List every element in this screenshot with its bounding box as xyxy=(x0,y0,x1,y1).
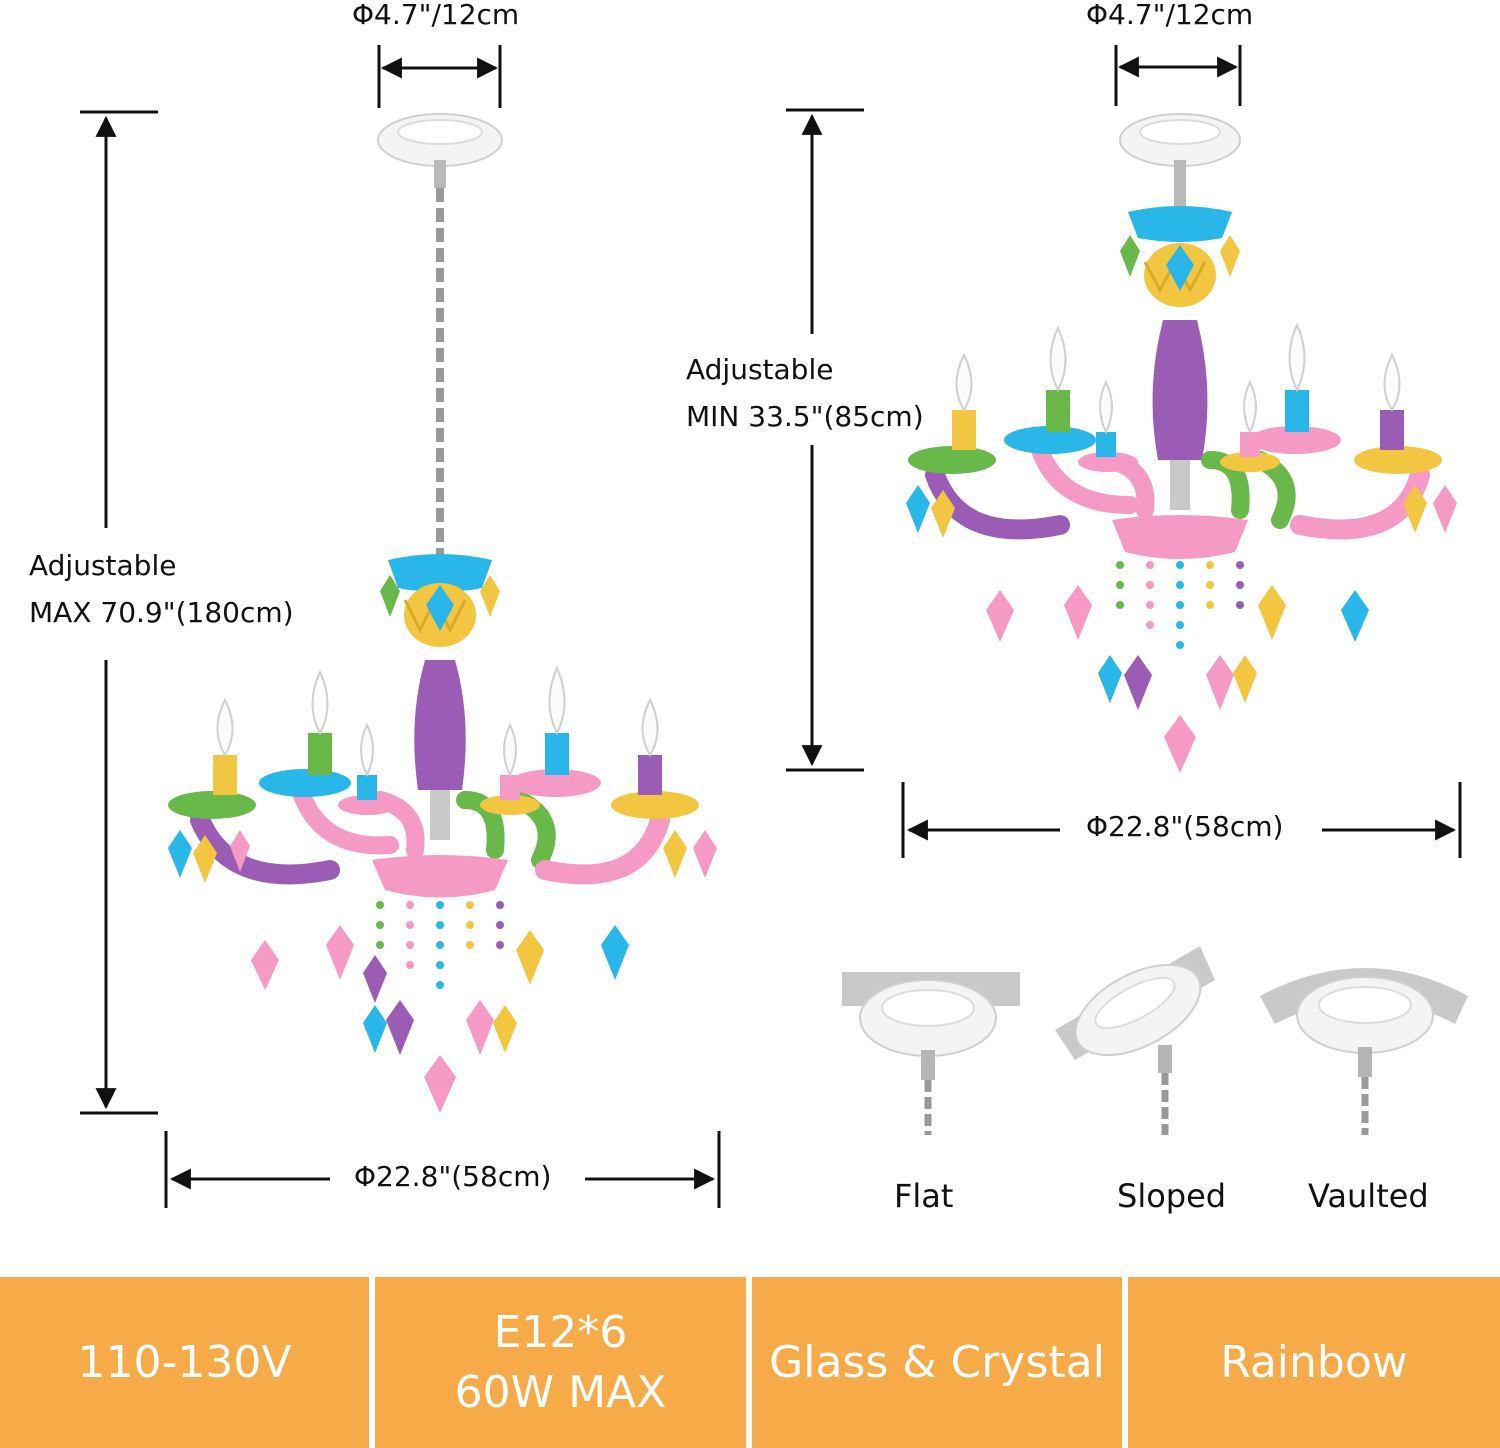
spec-bar: 110-130V E12*6 60W MAX Glass & Crystal R… xyxy=(0,1277,1500,1448)
left-height-note: Adjustable MAX 70.9"(180cm) xyxy=(29,542,294,636)
spec-bulb: E12*6 60W MAX xyxy=(375,1277,746,1448)
vaulted-mount-icon xyxy=(1260,968,1468,1135)
right-chandelier xyxy=(906,113,1457,773)
spec-voltage: 110-130V xyxy=(0,1277,369,1448)
spec-voltage-text: 110-130V xyxy=(77,1336,292,1388)
product-illustration xyxy=(80,45,1468,1208)
spec-bulb-line2: 60W MAX xyxy=(454,1366,667,1418)
right-width-dimension xyxy=(901,782,1462,858)
right-height-note-line1: Adjustable xyxy=(686,353,834,386)
right-height-note: Adjustable MIN 33.5"(85cm) xyxy=(686,346,924,440)
spec-divider xyxy=(1122,1277,1128,1448)
spec-divider xyxy=(369,1277,375,1448)
left-chandelier xyxy=(168,113,717,1113)
right-canopy-dimension xyxy=(1114,45,1242,106)
spec-color-text: Rainbow xyxy=(1220,1336,1408,1388)
left-width-dimension xyxy=(164,1131,721,1208)
right-canopy-dimension-label: Φ4.7"/12cm xyxy=(1086,0,1254,31)
spec-material: Glass & Crystal xyxy=(752,1277,1122,1448)
spec-material-text: Glass & Crystal xyxy=(769,1336,1105,1388)
mount-label-sloped: Sloped xyxy=(1117,1177,1227,1215)
right-width-dimension-label: Φ22.8"(58cm) xyxy=(1086,810,1284,843)
left-height-dimension xyxy=(80,110,158,1115)
left-width-dimension-label: Φ22.8"(58cm) xyxy=(354,1160,552,1193)
spec-color: Rainbow xyxy=(1128,1277,1500,1448)
mount-label-flat: Flat xyxy=(894,1177,954,1215)
spec-divider xyxy=(746,1277,752,1448)
left-height-note-line1: Adjustable xyxy=(29,549,177,582)
spec-bulb-line1: E12*6 xyxy=(493,1306,628,1358)
left-canopy-dimension-label: Φ4.7"/12cm xyxy=(352,0,520,31)
right-height-dimension xyxy=(786,108,864,772)
mount-label-vaulted: Vaulted xyxy=(1308,1177,1429,1215)
sloped-mount-icon xyxy=(1055,946,1215,1135)
left-canopy-dimension xyxy=(377,45,502,108)
flat-mount-icon xyxy=(842,972,1020,1135)
left-height-note-line2: MAX 70.9"(180cm) xyxy=(29,596,294,629)
right-height-note-line2: MIN 33.5"(85cm) xyxy=(686,400,924,433)
